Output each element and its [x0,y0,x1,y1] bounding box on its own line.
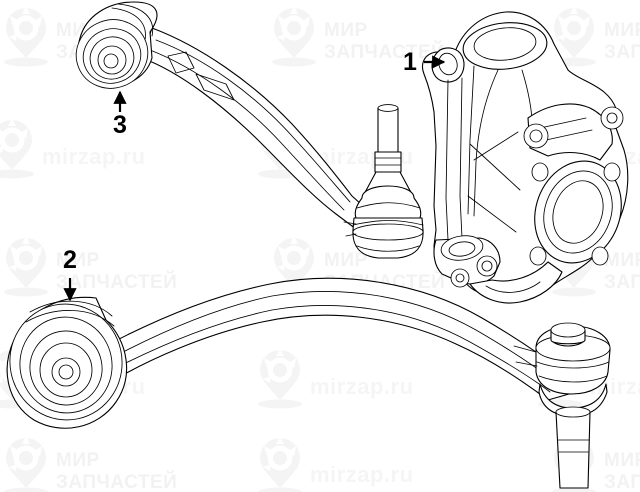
callout-3-number: 3 [113,111,127,139]
part-lower-control-arm[interactable] [0,277,577,430]
callout-2[interactable]: 2 [63,246,77,302]
callout-1-number: 1 [403,48,417,76]
callout-1[interactable]: 1 [403,48,446,76]
lower-arm-ball-joint[interactable] [513,322,611,489]
callout-2-number: 2 [63,246,77,274]
part-steering-knuckle[interactable] [421,11,636,304]
part-upper-control-arm[interactable] [66,1,373,233]
upper-arm-ball-joint[interactable] [343,104,424,259]
callout-3[interactable]: 3 [113,90,127,139]
